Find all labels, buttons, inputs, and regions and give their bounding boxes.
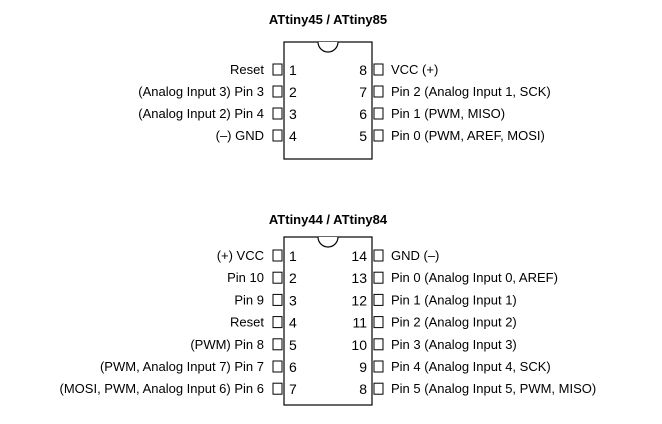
pin-label: (+) VCC <box>217 248 264 263</box>
pin-pad-icon <box>272 85 283 98</box>
pin-pad-icon <box>373 107 384 120</box>
chip-notch-icon <box>317 41 339 53</box>
pin-number: 13 <box>351 270 367 286</box>
pin-pad-icon <box>373 360 384 373</box>
pin-number: 5 <box>289 337 297 353</box>
pin-number: 8 <box>359 381 367 397</box>
pin-pad-icon <box>272 293 283 306</box>
pin-label: GND (–) <box>391 248 439 263</box>
chip-0: ATtiny45 / ATtiny85 1 Reset 2 (Analog Input … <box>138 12 551 160</box>
pin-number: 6 <box>359 106 367 122</box>
pin-label: Pin 2 (Analog Input 1, SCK) <box>391 84 551 99</box>
chip-1: ATtiny44 / ATtiny84 1 (+) VCC 2 Pin 10 3 Pin 9… <box>60 212 596 406</box>
pin-pad-icon <box>373 85 384 98</box>
pin-label: (PWM, Analog Input 7) Pin 7 <box>100 359 264 374</box>
pin-pad-icon <box>272 338 283 351</box>
pin-pad-icon <box>373 293 384 306</box>
pin-number: 14 <box>351 248 367 264</box>
chip-title: ATtiny44 / ATtiny84 <box>269 212 388 227</box>
pin-number: 3 <box>289 106 297 122</box>
pin-number: 5 <box>359 128 367 144</box>
pin-pad-icon <box>373 129 384 142</box>
pin-pad-icon <box>373 249 384 262</box>
pin-number: 12 <box>351 292 367 308</box>
pin-pad-icon <box>272 249 283 262</box>
pin-pad-icon <box>272 360 283 373</box>
pin-pad-icon <box>373 338 384 351</box>
pin-number: 8 <box>359 62 367 78</box>
pin-label: Pin 5 (Analog Input 5, PWM, MISO) <box>391 381 596 396</box>
pin-label: Pin 0 (PWM, AREF, MOSI) <box>391 128 545 143</box>
pin-label: Pin 10 <box>227 270 264 285</box>
chip-body <box>283 41 373 160</box>
pin-label: VCC (+) <box>391 62 438 77</box>
pin-number: 10 <box>351 337 367 353</box>
pin-pad-icon <box>272 107 283 120</box>
pin-number: 7 <box>359 84 367 100</box>
pin-label: Pin 1 (Analog Input 1) <box>391 292 517 307</box>
pin-number: 1 <box>289 62 297 78</box>
pin-label: (Analog Input 3) Pin 3 <box>138 84 264 99</box>
pin-pad-icon <box>272 129 283 142</box>
pin-pad-icon <box>373 382 384 395</box>
pin-number: 2 <box>289 84 297 100</box>
pin-number: 2 <box>289 270 297 286</box>
pin-pad-icon <box>272 63 283 76</box>
pin-label: Pin 4 (Analog Input 4, SCK) <box>391 359 551 374</box>
pin-label: Pin 3 (Analog Input 3) <box>391 337 517 352</box>
pin-pad-icon <box>272 382 283 395</box>
pin-number: 4 <box>289 128 297 144</box>
pin-label: (PWM) Pin 8 <box>190 337 264 352</box>
pin-number: 3 <box>289 292 297 308</box>
pin-number: 1 <box>289 248 297 264</box>
pin-number: 11 <box>352 315 367 331</box>
pin-pad-icon <box>272 271 283 284</box>
pin-number: 4 <box>289 315 297 331</box>
pin-label: (–) GND <box>216 128 264 143</box>
pin-label: Reset <box>230 315 264 330</box>
pin-label: (Analog Input 2) Pin 4 <box>138 106 264 121</box>
pin-number: 6 <box>289 359 297 375</box>
chip-title: ATtiny45 / ATtiny85 <box>269 12 387 27</box>
pin-label: Pin 2 (Analog Input 2) <box>391 315 517 330</box>
pin-pad-icon <box>373 63 384 76</box>
pin-number: 9 <box>359 359 367 375</box>
pin-pad-icon <box>373 316 384 329</box>
pin-label: Reset <box>230 62 264 77</box>
pin-label: (MOSI, PWM, Analog Input 6) Pin 6 <box>60 381 264 396</box>
pin-number: 7 <box>289 381 297 397</box>
pin-pad-icon <box>373 271 384 284</box>
pin-label: Pin 9 <box>234 292 264 307</box>
pin-pad-icon <box>272 316 283 329</box>
chip-notch-icon <box>317 236 339 248</box>
chip-body <box>283 236 373 406</box>
pin-label: Pin 0 (Analog Input 0, AREF) <box>391 270 558 285</box>
pin-label: Pin 1 (PWM, MISO) <box>391 106 505 121</box>
